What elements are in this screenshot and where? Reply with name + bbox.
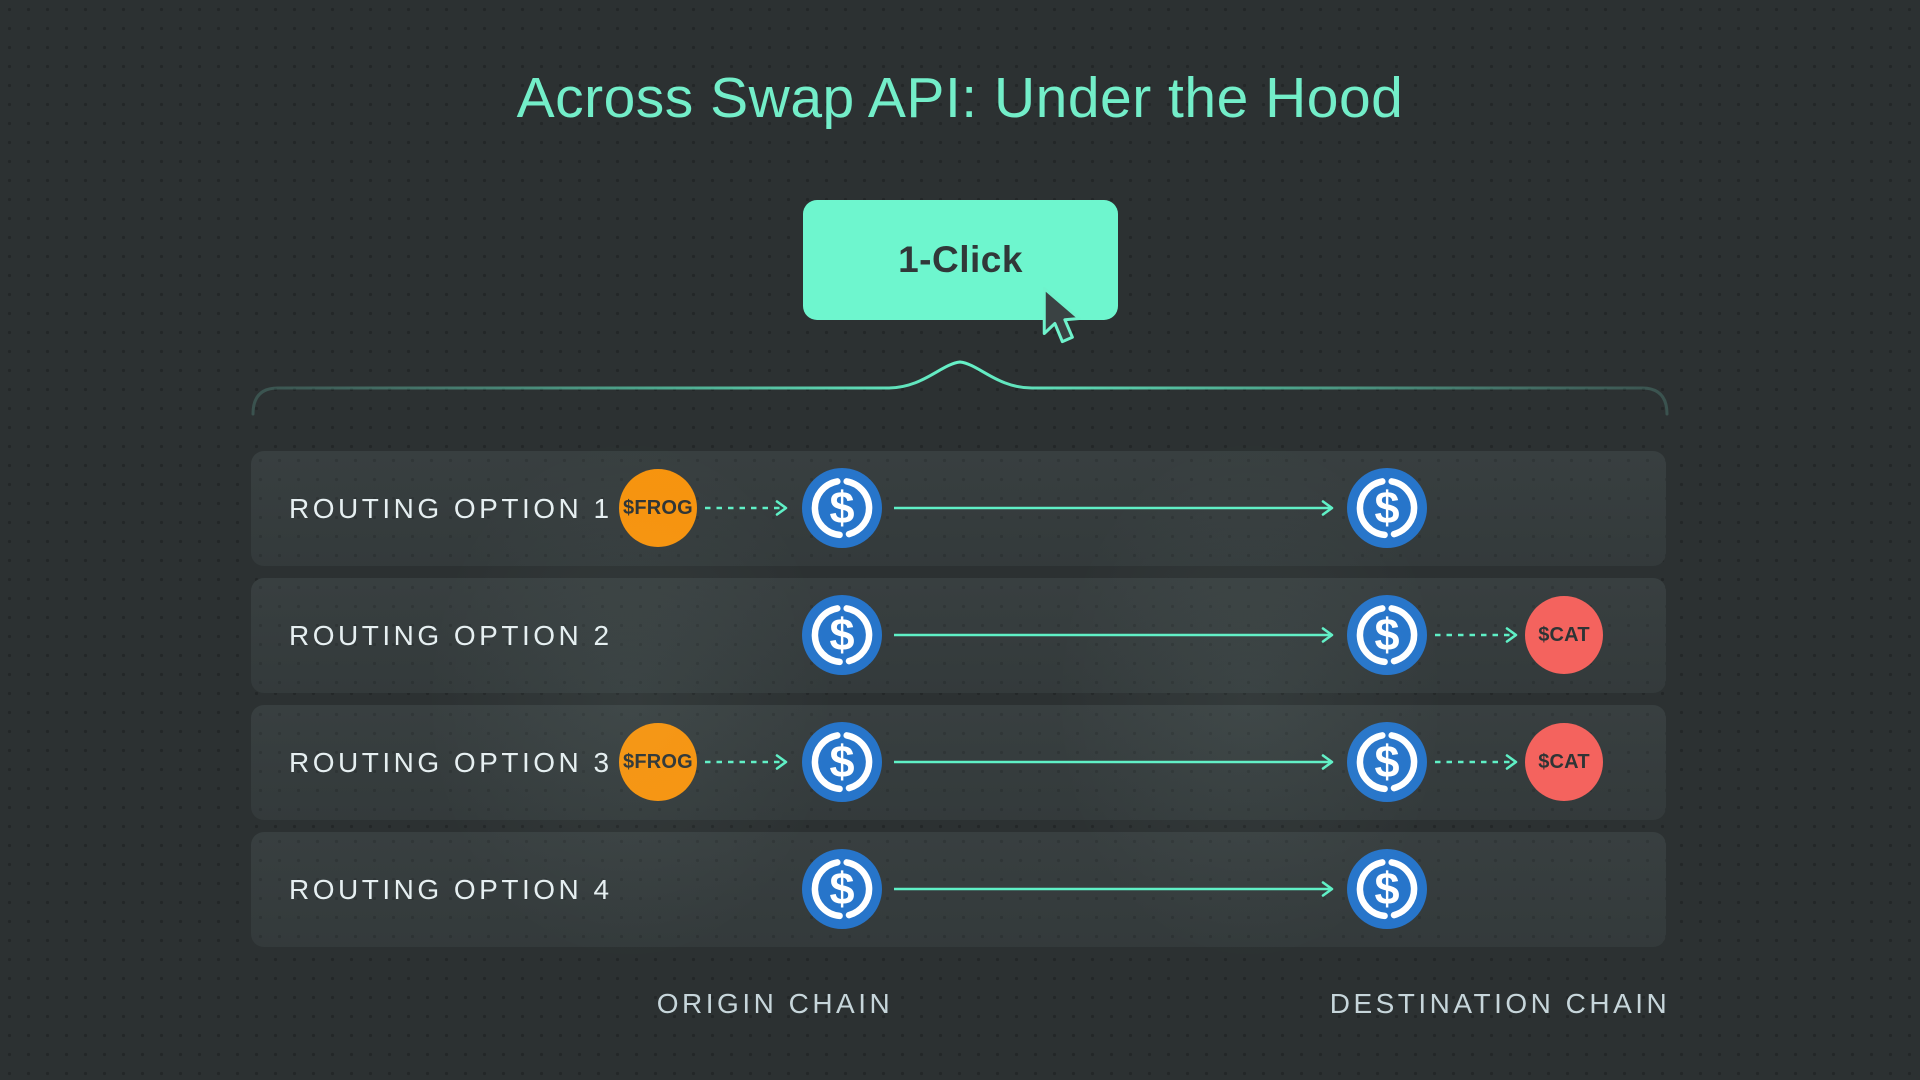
- routing-option-1-row: ROUTING OPTION 1 $FROG: [251, 451, 1666, 566]
- one-click-button[interactable]: 1-Click: [803, 200, 1118, 320]
- cat-token-icon: $CAT: [1525, 596, 1603, 674]
- dotted-arrow-icon: [1435, 754, 1518, 770]
- routing-option-4-row: ROUTING OPTION 4: [251, 832, 1666, 947]
- dotted-arrow-icon: [705, 754, 788, 770]
- routing-option-4-label: ROUTING OPTION 4: [289, 874, 613, 905]
- frog-token-icon: $FROG: [619, 469, 697, 547]
- page-title: Across Swap API: Under the Hood: [516, 66, 1404, 130]
- usdc-token-icon: [1347, 595, 1427, 675]
- routing-option-3-row: ROUTING OPTION 3 $FROG $CAT: [251, 705, 1666, 820]
- usdc-token-icon: [1347, 468, 1427, 548]
- cat-token-icon: $CAT: [1525, 723, 1603, 801]
- dotted-arrow-icon: [1435, 627, 1518, 643]
- usdc-token-icon: [802, 722, 882, 802]
- usdc-token-icon: [1347, 722, 1427, 802]
- usdc-token-icon: [1347, 849, 1427, 929]
- usdc-token-icon: [802, 849, 882, 929]
- routing-option-3-label: ROUTING OPTION 3: [289, 747, 613, 778]
- cat-token-label: $CAT: [1538, 750, 1590, 773]
- routing-option-1-label: ROUTING OPTION 1: [289, 493, 613, 524]
- cat-token-label: $CAT: [1538, 623, 1590, 646]
- bridge-arrow-icon: [894, 754, 1334, 770]
- routing-option-2-label: ROUTING OPTION 2: [289, 620, 613, 651]
- usdc-token-icon: [802, 595, 882, 675]
- dotted-arrow-icon: [705, 500, 788, 516]
- usdc-token-icon: [802, 468, 882, 548]
- brace-connector: [251, 360, 1669, 416]
- bridge-arrow-icon: [894, 500, 1334, 516]
- frog-token-label: $FROG: [623, 750, 693, 773]
- bridge-arrow-icon: [894, 881, 1334, 897]
- frog-token-icon: $FROG: [619, 723, 697, 801]
- routing-option-2-row: ROUTING OPTION 2 $CAT: [251, 578, 1666, 693]
- frog-token-label: $FROG: [623, 496, 693, 519]
- origin-chain-label: ORIGIN CHAIN: [656, 988, 894, 1019]
- bridge-arrow-icon: [894, 627, 1334, 643]
- destination-chain-label: DESTINATION CHAIN: [1329, 988, 1671, 1019]
